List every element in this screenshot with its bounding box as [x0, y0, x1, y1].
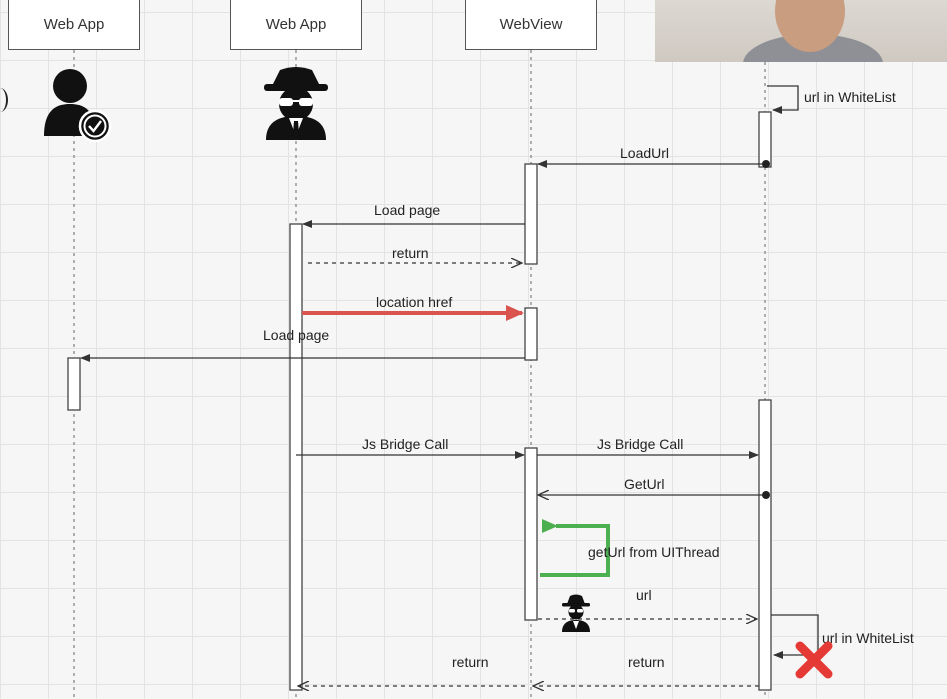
- label-get-url-ui-thread: getUrl from UIThread: [588, 544, 719, 560]
- label-load-url: LoadUrl: [620, 145, 669, 161]
- participant-label: Web App: [265, 16, 327, 33]
- activation-trusted: [67, 357, 81, 411]
- user-check-icon: [44, 69, 112, 143]
- message-get-url-ui-thread: [540, 519, 610, 577]
- activation-webview-1: [524, 163, 538, 265]
- label-js-bridge-call-2: Js Bridge Call: [597, 436, 683, 452]
- activation-attacker: [289, 223, 303, 691]
- message-origin-dot: [762, 160, 770, 168]
- activation-native-1: [758, 111, 772, 168]
- label-return-3: return: [628, 654, 665, 670]
- label-load-page-2: Load page: [263, 327, 329, 343]
- participant-web-app-trusted: Web App: [8, 0, 140, 50]
- participant-label: WebView: [499, 16, 563, 33]
- activation-webview-2: [524, 307, 538, 361]
- label-location-href: location href: [376, 294, 452, 310]
- label-whitelist-1: url in WhiteList: [804, 89, 896, 105]
- activation-native-2: [758, 399, 772, 691]
- spy-icon-small: [562, 594, 590, 632]
- participant-label: Web App: [43, 16, 105, 33]
- activation-webview-3: [524, 447, 538, 621]
- x-mark-icon: [795, 641, 833, 679]
- label-return-2: return: [452, 654, 489, 670]
- label-load-page-1: Load page: [374, 202, 440, 218]
- label-get-url: GetUrl: [624, 476, 664, 492]
- label-return-1: return: [392, 245, 429, 261]
- label-js-bridge-call-1: Js Bridge Call: [362, 436, 448, 452]
- label-url: url: [636, 587, 652, 603]
- message-self-whitelist-2: [771, 614, 819, 659]
- edge-bracket: [0, 88, 8, 112]
- spy-icon: [264, 67, 328, 140]
- participant-web-app-attacker: Web App: [230, 0, 362, 50]
- message-origin-dot: [762, 491, 770, 499]
- participant-webview: WebView: [465, 0, 597, 50]
- webcam-overlay: [655, 0, 947, 62]
- label-whitelist-2: url in WhiteList: [822, 630, 914, 646]
- message-self-whitelist-1: [767, 85, 799, 114]
